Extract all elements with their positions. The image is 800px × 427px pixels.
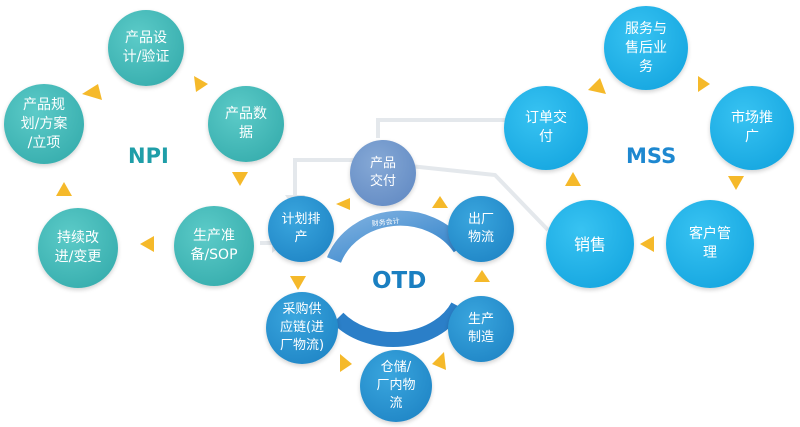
node-marketing: 市场推 广 xyxy=(710,86,794,170)
node-manufacturing: 生产 制造 xyxy=(448,296,514,362)
delivery-to-order-line xyxy=(376,118,510,138)
arrow-scheduling-to-procurement xyxy=(290,276,306,290)
node-continuous-improvement: 持续改 进/变更 xyxy=(38,208,118,288)
otd-ring-bottom xyxy=(332,302,465,348)
node-product-delivery: 产品 交付 xyxy=(350,140,416,206)
arrow-service-to-market xyxy=(698,76,710,92)
node-production-prep: 生产准 备/SOP xyxy=(174,206,254,286)
node-customer-mgmt: 客户管 理 xyxy=(666,200,754,288)
arc-label-top: 财务会计 xyxy=(371,216,400,228)
otd-ring-top xyxy=(327,210,467,263)
arrow-sales-to-order xyxy=(565,172,581,186)
label-otd: OTD xyxy=(372,268,427,294)
arrow-improve-to-planning xyxy=(56,182,72,196)
arrow-market-to-customer xyxy=(728,176,744,190)
arrow-order-to-service xyxy=(588,78,606,94)
delivery-to-sales-line xyxy=(409,164,550,232)
node-service: 服务与 售后业 务 xyxy=(604,6,688,90)
node-warehousing: 仓储/ 厂内物 流 xyxy=(360,350,432,422)
node-procurement: 采购供 应链(进 厂物流) xyxy=(266,292,338,364)
node-shipping: 出厂 物流 xyxy=(448,196,514,262)
orange-arrows xyxy=(56,76,744,372)
delivery-to-scheduling-line xyxy=(293,158,360,195)
arrow-customer-to-sales xyxy=(640,236,654,252)
arrow-design-to-data xyxy=(194,76,208,92)
arrow-planning-to-design xyxy=(82,84,102,100)
node-product-data: 产品数 据 xyxy=(208,86,284,162)
arrow-prep-to-improve xyxy=(140,236,154,252)
arrow-procurement-to-warehousing xyxy=(340,354,352,372)
arrow-manufacturing-to-shipping xyxy=(474,270,490,282)
arrow-delivery-to-scheduling xyxy=(336,198,350,210)
node-product-design: 产品设 计/验证 xyxy=(108,10,184,86)
node-scheduling: 计划排 产 xyxy=(268,196,334,262)
label-mss: MSS xyxy=(626,144,677,168)
label-npi: NPI xyxy=(128,144,169,168)
arrow-shipping-to-delivery xyxy=(432,196,448,208)
node-product-planning: 产品规 划/方案 /立项 xyxy=(4,84,84,164)
node-order-delivery: 订单交 付 xyxy=(504,86,588,170)
white-connectors xyxy=(260,118,550,245)
arrow-data-to-prep xyxy=(232,172,248,186)
arrow-warehousing-to-manufacturing xyxy=(432,352,446,370)
node-sales: 销售 xyxy=(546,200,634,288)
